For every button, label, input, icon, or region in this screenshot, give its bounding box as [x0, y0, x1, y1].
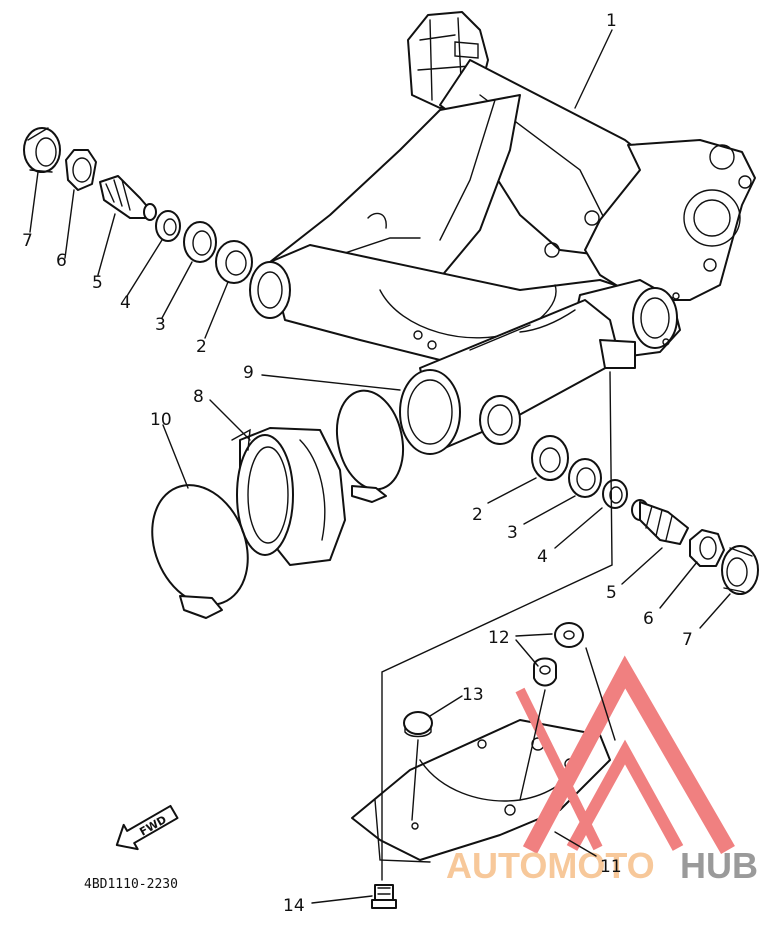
label-3-right: 3: [507, 523, 518, 543]
label-4-left: 4: [120, 293, 131, 313]
oil-seal-left: [155, 210, 181, 242]
rubber-boot: [231, 427, 346, 566]
label-7-right: 7: [682, 630, 693, 650]
grommet-lower: [533, 657, 557, 687]
leader-lines: [29, 29, 731, 904]
label-4-right: 4: [537, 547, 548, 567]
plug-cap: [403, 711, 433, 738]
label-11: 11: [600, 857, 622, 877]
oil-seal-right: [602, 479, 628, 509]
label-2-left: 2: [196, 337, 207, 357]
label-9: 9: [243, 363, 254, 383]
fwd-arrow: FWD: [115, 804, 179, 851]
watermark-text-right: HUB: [680, 845, 758, 886]
grommet-upper: [554, 622, 584, 648]
label-8: 8: [193, 387, 204, 407]
label-12: 12: [488, 628, 510, 648]
label-5-left: 5: [92, 273, 103, 293]
spacer-nut-right: [689, 529, 725, 567]
label-6-left: 6: [56, 251, 67, 271]
diagram-code: 4BD1110-2230: [84, 877, 178, 892]
thrust-cover-right: [721, 545, 759, 595]
label-10: 10: [150, 410, 172, 430]
label-1: 1: [606, 11, 617, 31]
band-large: [151, 484, 249, 619]
label-13: 13: [462, 685, 484, 705]
label-6-right: 6: [643, 609, 654, 629]
label-5-right: 5: [606, 583, 617, 603]
label-14: 14: [283, 896, 305, 916]
part-labels: 1 7 6 5 4 3 2 9 8 10 2 3 4 5 6 7 12 13 1…: [22, 11, 693, 916]
pivot-shaft-right: [631, 499, 689, 545]
label-7-left: 7: [22, 231, 33, 251]
bearing-left-inner: [183, 221, 217, 263]
watermark-text-left: AUTOMOTO: [446, 845, 655, 886]
bearing-right-inner: [568, 458, 602, 498]
left-bearing-stack: [23, 127, 253, 284]
spacer-nut-left: [65, 149, 97, 191]
label-3-left: 3: [155, 315, 166, 335]
pivot-shaft-left: [99, 175, 157, 221]
label-2-right: 2: [472, 505, 483, 525]
swingarm: [249, 11, 756, 455]
band-small: [336, 389, 404, 503]
watermark-logo: AUTOMOTO HUB: [446, 655, 758, 886]
thrust-cover-left: [23, 127, 61, 173]
bolt: [371, 884, 397, 909]
bearing-right-outer: [531, 435, 569, 481]
bearing-left-outer: [215, 240, 253, 284]
right-bearing-stack: [531, 435, 759, 595]
